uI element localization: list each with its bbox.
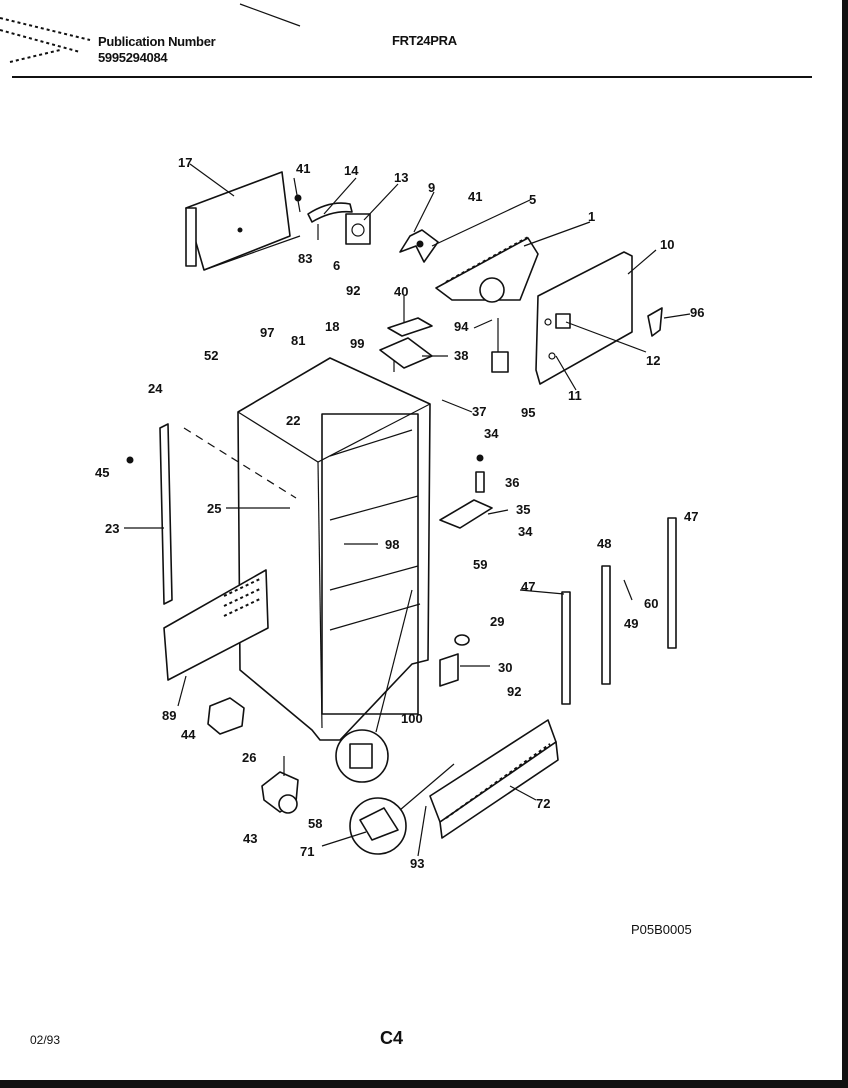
part-label: 60 xyxy=(644,596,659,611)
part-100-detail xyxy=(335,589,413,783)
part-1-evaporator-cover xyxy=(435,235,539,303)
part-label: 14 xyxy=(344,163,359,178)
part-label: 10 xyxy=(660,237,675,252)
part-label: 99 xyxy=(350,336,365,351)
part-47-48-strips xyxy=(561,517,677,705)
part-label: 71 xyxy=(300,844,315,859)
part-label: 34 xyxy=(484,426,499,441)
part-label: 48 xyxy=(597,536,612,551)
part-label: 94 xyxy=(454,319,469,334)
part-38-bracket xyxy=(379,337,433,372)
part-label: 6 xyxy=(333,258,341,273)
part-label: 97 xyxy=(260,325,275,340)
part-label: 41 xyxy=(468,189,483,204)
part-89-cover-plate xyxy=(163,569,269,681)
part-label: 29 xyxy=(490,614,505,629)
part-label: 34 xyxy=(518,524,533,539)
part-label: 98 xyxy=(385,537,400,552)
leader-lines xyxy=(124,163,691,857)
part-30-hinge xyxy=(439,634,470,687)
part-label: 100 xyxy=(401,711,423,726)
part-label: 41 xyxy=(296,161,311,176)
part-label: 25 xyxy=(207,501,222,516)
part-label: 24 xyxy=(148,381,163,396)
part-label: 58 xyxy=(308,816,323,831)
part-label: 49 xyxy=(624,616,639,631)
part-label: 5 xyxy=(529,192,537,207)
part-label: 23 xyxy=(105,521,120,536)
part-label: 22 xyxy=(286,413,301,428)
model-number: FRT24PRA xyxy=(392,33,457,48)
part-label: 12 xyxy=(646,353,661,368)
part-label: 83 xyxy=(298,251,313,266)
part-label: 38 xyxy=(454,348,469,363)
part-44-relay xyxy=(207,697,245,735)
part-94-95-damper xyxy=(491,318,509,373)
part-40-baffle xyxy=(387,296,433,337)
page-number: C4 xyxy=(380,1028,404,1048)
part-label: 45 xyxy=(95,465,110,480)
revision-date: 02/93 xyxy=(30,1033,61,1047)
drawing-code: P05B0005 xyxy=(631,922,692,937)
part-72-toe-grille xyxy=(429,719,559,839)
publication-number: 5995294084 xyxy=(98,50,168,65)
part-label: 36 xyxy=(505,475,520,490)
part-label: 26 xyxy=(242,750,257,765)
part-label: 13 xyxy=(394,170,409,185)
part-label: 9 xyxy=(428,180,436,195)
part-96-clip xyxy=(647,307,663,337)
part-label: 47 xyxy=(521,579,536,594)
publication-label: Publication Number xyxy=(98,34,216,49)
part-label: 47 xyxy=(684,509,699,524)
part-label: 92 xyxy=(507,684,522,699)
part-label: 35 xyxy=(516,502,531,517)
part-14-13-control xyxy=(307,202,371,245)
part-35-hinge xyxy=(439,454,493,529)
part-label: 96 xyxy=(690,305,705,320)
part-label: 93 xyxy=(410,856,425,871)
part-label: 44 xyxy=(181,727,196,742)
part-label: 72 xyxy=(536,796,551,811)
part-label: 37 xyxy=(472,404,487,419)
part-label: 89 xyxy=(162,708,177,723)
part-label: 52 xyxy=(204,348,219,363)
part-label: 18 xyxy=(325,319,340,334)
scan-noise xyxy=(0,3,301,63)
part-9-fan-blade xyxy=(399,229,439,263)
part-label: 59 xyxy=(473,557,488,572)
part-label: 81 xyxy=(291,333,306,348)
part-label: 1 xyxy=(588,209,596,224)
part-71-detail xyxy=(349,763,455,855)
part-label: 17 xyxy=(178,155,193,170)
part-10-panel xyxy=(535,251,633,385)
part-43-roller xyxy=(261,756,299,814)
part-label: 40 xyxy=(394,284,409,299)
part-label: 11 xyxy=(568,388,582,403)
part-label: 43 xyxy=(243,831,258,846)
part-23-hinge-rod xyxy=(126,423,297,605)
header-rule xyxy=(12,76,812,78)
refrigerator-cabinet xyxy=(237,357,431,741)
part-label: 92 xyxy=(346,283,361,298)
part-17-bracket xyxy=(185,171,301,271)
part-label: 30 xyxy=(498,660,513,675)
part-41-screw xyxy=(293,177,302,213)
part-label: 95 xyxy=(521,405,536,420)
